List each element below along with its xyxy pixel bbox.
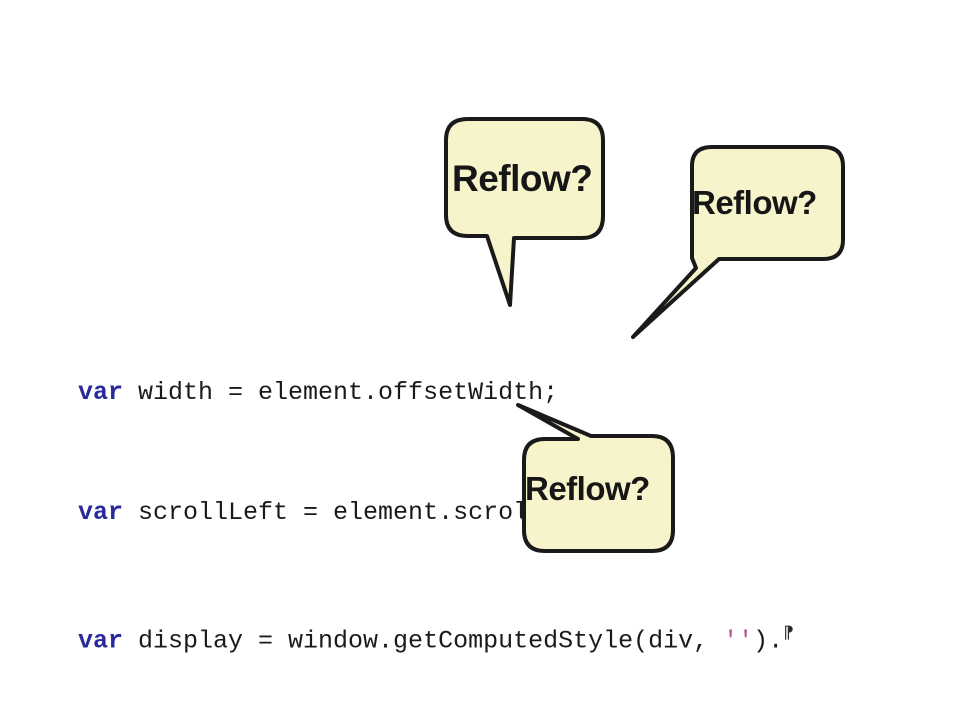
bubble-1-shape: [444, 117, 605, 307]
code-line-1-text: width = element.offsetWidth;: [123, 378, 559, 407]
keyword-var: var: [78, 498, 124, 527]
bubble-3-shape: [516, 403, 675, 553]
code-line-1: var width = element.offsetWidth;: [78, 378, 794, 408]
keyword-var: var: [78, 378, 124, 407]
code-line-3: var display = window.getComputedStyle(di…: [78, 618, 794, 655]
code-line-3-pre: display = window.getComputedStyle(div,: [123, 626, 724, 656]
code-line-3-string: '': [723, 626, 754, 656]
speech-bubble-1: [424, 112, 634, 322]
code-line-3-post: ).: [753, 626, 784, 656]
keyword-var: var: [78, 626, 124, 656]
bubble-2-shape: [631, 145, 845, 339]
speech-bubble-3: [496, 398, 706, 588]
code-block: var width = element.offsetWidth; var scr…: [78, 288, 794, 720]
line-continuation-marker-icon: ⁋: [783, 623, 794, 642]
speech-bubble-2: [622, 138, 872, 368]
